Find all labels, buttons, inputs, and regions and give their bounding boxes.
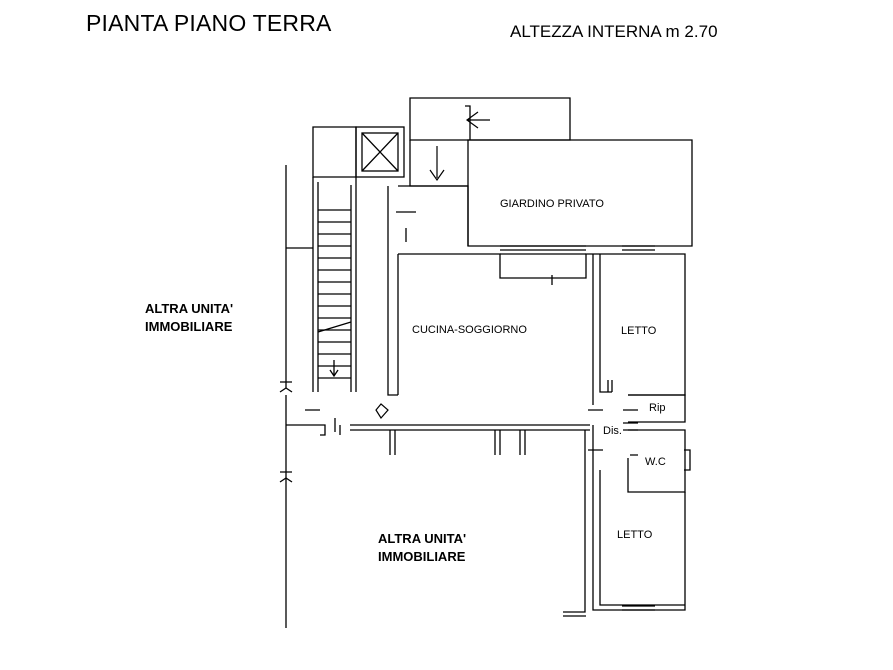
storage-label: Rip	[649, 402, 666, 414]
neighbor-bottom-label-1: ALTRA UNITA'	[378, 531, 466, 546]
wc-label: W.C	[645, 456, 666, 468]
entrance-path	[409, 140, 468, 187]
hall-label: Dis.	[603, 425, 622, 437]
storage-walls	[628, 394, 686, 423]
page-title: PIANTA PIANO TERRA	[86, 10, 332, 36]
bedroom-top-label: LETTO	[621, 325, 657, 337]
elevator-cross	[361, 132, 399, 172]
neighbor-left-label-2: IMMOBILIARE	[145, 319, 233, 334]
kitchen-label: CUCINA-SOGGIORNO	[412, 324, 527, 336]
neighbor-left-label-1: ALTRA UNITA'	[145, 301, 233, 316]
height-note: ALTEZZA INTERNA m 2.70	[510, 22, 718, 41]
stair-top-box	[409, 97, 571, 141]
bedroom-bottom-label: LETTO	[617, 529, 653, 541]
neighbor-bottom-label-2: IMMOBILIARE	[378, 549, 466, 564]
garden-label: GIARDINO PRIVATO	[500, 198, 604, 210]
garden-outline	[467, 139, 693, 247]
stair-enclosure	[312, 126, 357, 178]
stair-treads	[317, 209, 352, 379]
corridor-wall	[286, 424, 590, 436]
kitchen-walls	[398, 253, 593, 279]
entrance-arrows	[375, 111, 490, 420]
